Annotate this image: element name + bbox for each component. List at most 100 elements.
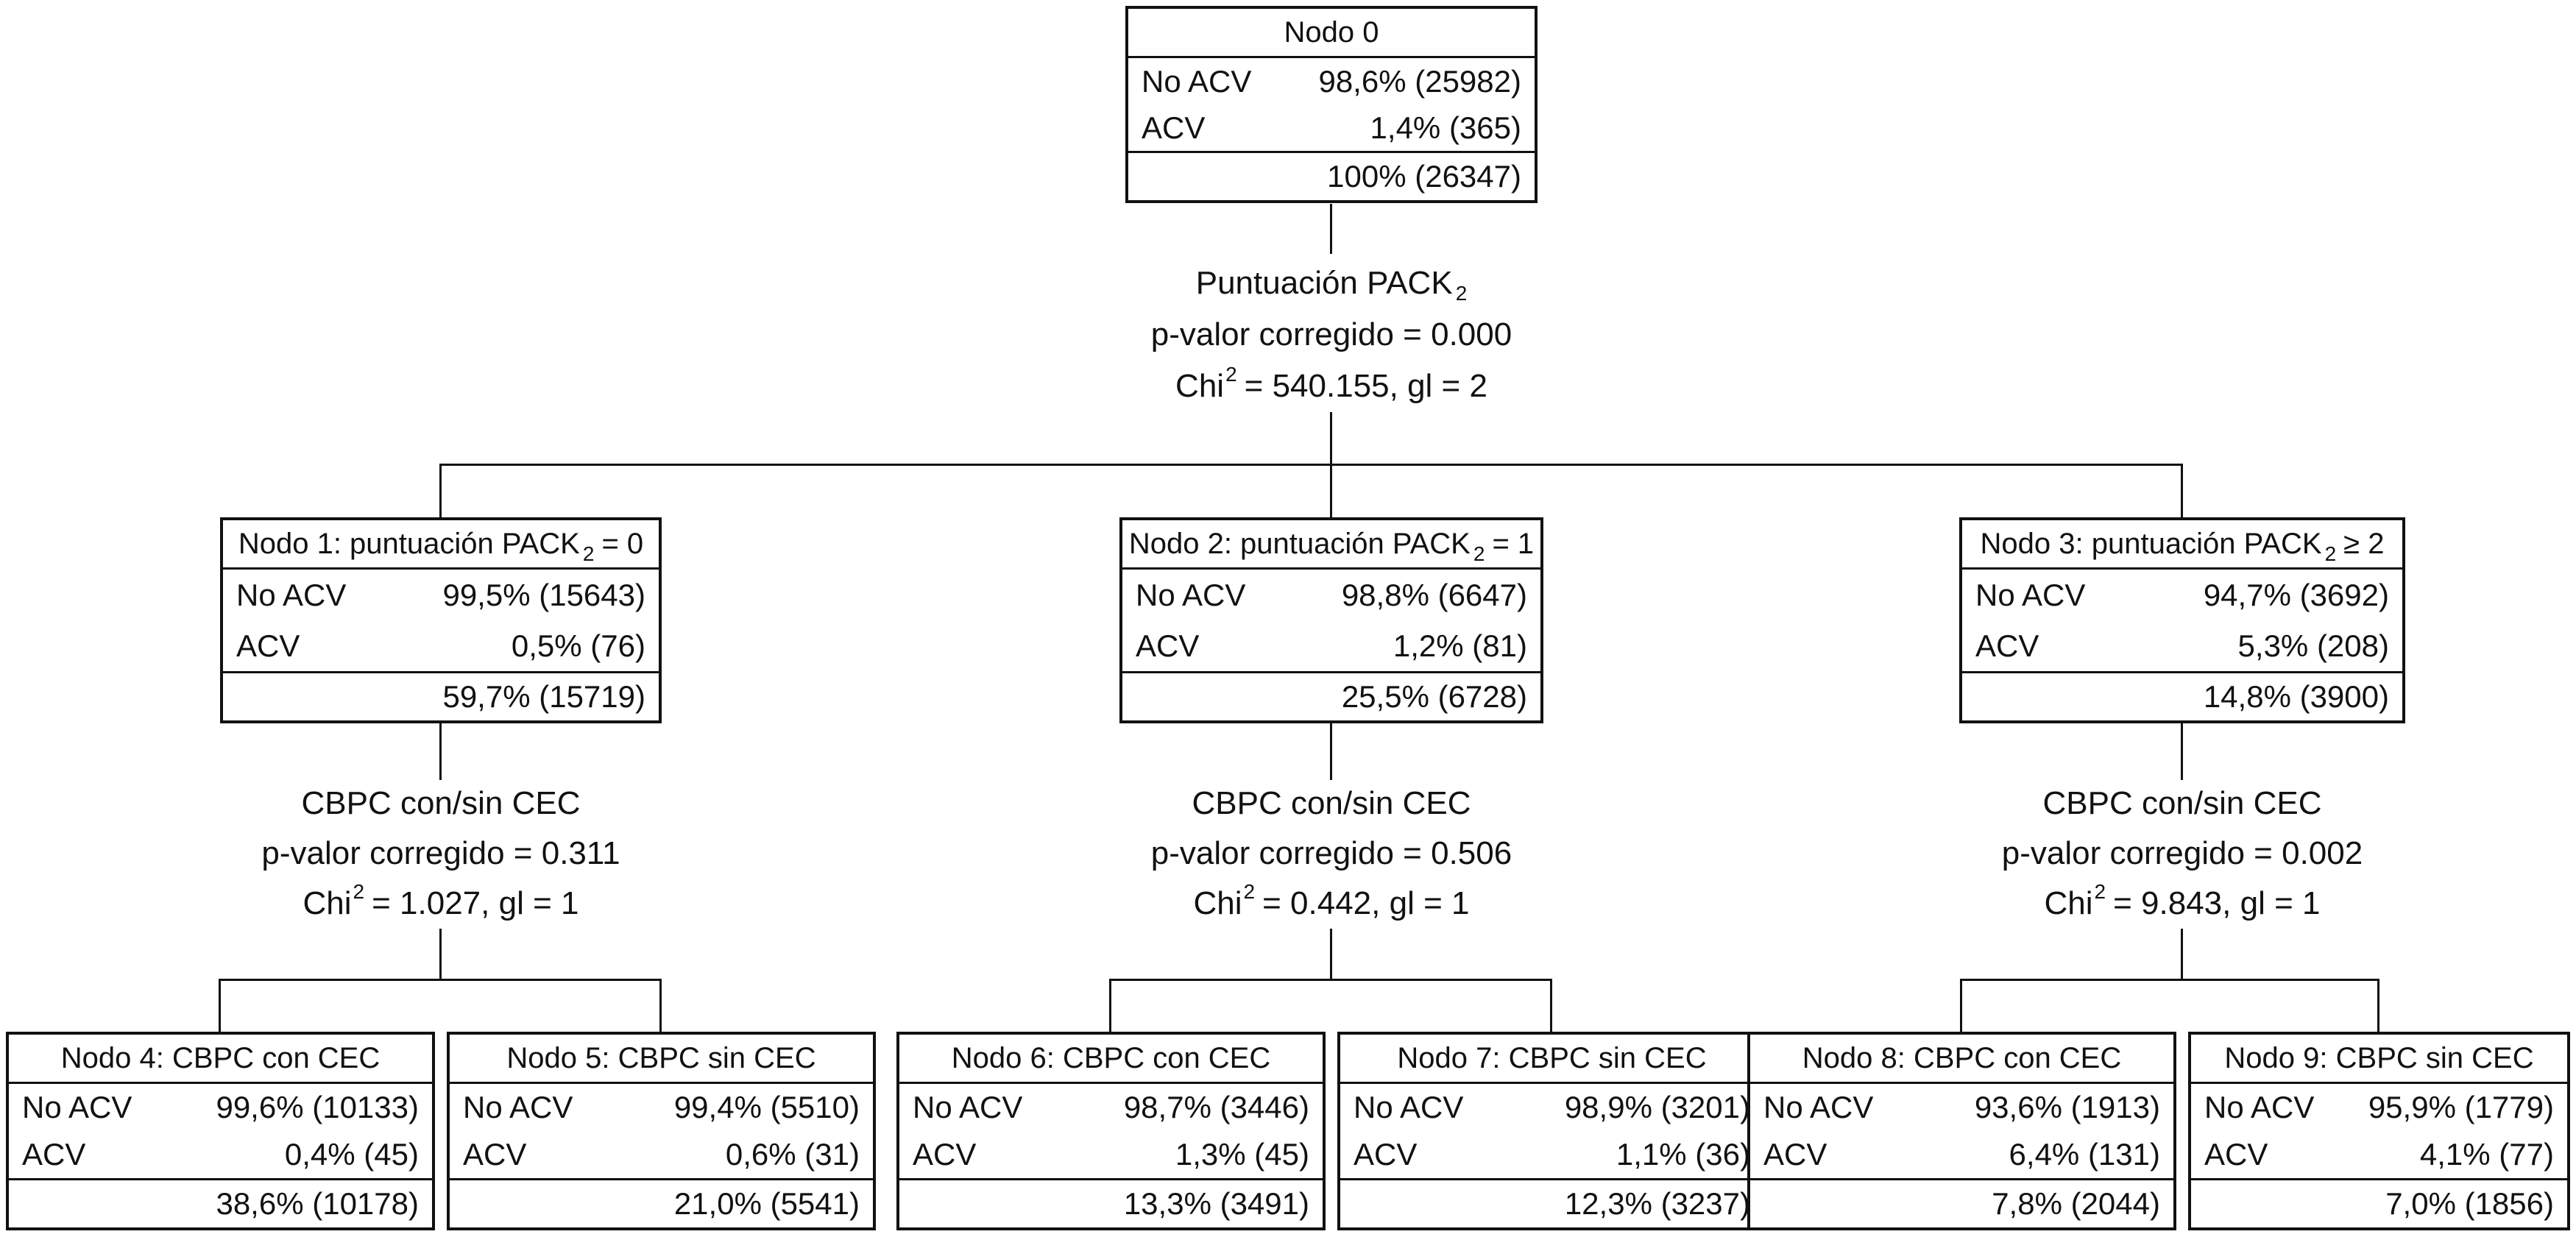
no-acv-label: No ACV <box>236 577 347 612</box>
table-row: No ACV 95,9% (1779) <box>2204 1090 2554 1125</box>
table-row: ACV 0,5% (76) <box>236 628 645 664</box>
acv-label: ACV <box>1975 628 2039 663</box>
chi-text: Chi <box>1175 368 1225 404</box>
split-pvalue: p-valor corregido = 0.311 <box>146 829 735 879</box>
no-acv-label: No ACV <box>463 1090 573 1124</box>
node-title-condition: = 0 <box>601 527 644 560</box>
no-acv-value: 99,5% (15643) <box>442 577 645 612</box>
connector-root-down <box>1330 204 1332 254</box>
superscript: 2 <box>353 880 365 903</box>
total-value: 38,6% (10178) <box>216 1186 419 1221</box>
no-acv-value: 98,7% (3446) <box>1123 1090 1309 1124</box>
node-2-total: 25,5% (6728) <box>1122 673 1540 720</box>
no-acv-label: No ACV <box>1354 1090 1464 1124</box>
split-variable: CBPC con/sin CEC <box>1037 779 1626 829</box>
acv-label: ACV <box>1142 110 1206 145</box>
node-title-text: Nodo 7: CBPC sin CEC <box>1397 1041 1707 1074</box>
acv-value: 5,3% (208) <box>2237 628 2389 663</box>
connector-split1-down <box>439 929 442 980</box>
connector-node1-down <box>439 723 442 780</box>
total-value: 59,7% (15719) <box>442 679 645 714</box>
node-3-total: 14,8% (3900) <box>1962 673 2402 720</box>
node-1-body: No ACV 99,5% (15643) ACV 0,5% (76) <box>223 570 659 673</box>
connector-to-node9 <box>2377 979 2379 1032</box>
acv-value: 1,4% (365) <box>1370 110 1521 145</box>
no-acv-label: No ACV <box>2204 1090 2315 1124</box>
no-acv-label: No ACV <box>1763 1090 1874 1124</box>
node-0-total: 100% (26347) <box>1128 153 1535 200</box>
table-row: No ACV 98,6% (25982) <box>1142 64 1521 99</box>
acv-value: 1,1% (36) <box>1616 1137 1750 1172</box>
split-pvalue-text: p-valor corregido = 0.000 <box>1150 316 1512 352</box>
split-variable: CBPC con/sin CEC <box>146 779 735 829</box>
no-acv-value: 93,6% (1913) <box>1974 1090 2160 1124</box>
node-5-body: No ACV 99,4% (5510) ACV 0,6% (31) <box>450 1084 873 1180</box>
connector-node2-down <box>1330 723 1332 780</box>
node-3-body: No ACV 94,7% (3692) ACV 5,3% (208) <box>1962 570 2402 673</box>
table-row: No ACV 98,9% (3201) <box>1354 1090 1750 1125</box>
table-row: ACV 4,1% (77) <box>2204 1137 2554 1172</box>
chi-value: = 9.843, gl = 1 <box>2113 885 2321 921</box>
node-8-box: Nodo 8: CBPC con CEC No ACV 93,6% (1913)… <box>1747 1032 2176 1230</box>
split-pvalue: p-valor corregido = 0.506 <box>1037 829 1626 879</box>
node-title-condition: ≥ 2 <box>2343 527 2385 560</box>
connector-to-node7 <box>1550 979 1552 1032</box>
node-1-total: 59,7% (15719) <box>223 673 659 720</box>
node-9-total: 7,0% (1856) <box>2191 1180 2567 1227</box>
node-title-text: Nodo 6: CBPC con CEC <box>951 1041 1271 1074</box>
superscript: 2 <box>2094 880 2106 903</box>
split-variable-text: CBPC con/sin CEC <box>2042 785 2322 821</box>
split-branch-3: CBPC con/sin CEC p-valor corregido = 0.0… <box>1888 779 2477 929</box>
node-title-text: Nodo 1: puntuación PACK <box>238 527 580 560</box>
split-pvalue-text: p-valor corregido = 0.506 <box>1150 835 1512 871</box>
connector-split-down <box>1330 412 1332 465</box>
connector-to-node8 <box>1960 979 1962 1032</box>
chi-text: Chi <box>302 885 352 921</box>
node-4-box: Nodo 4: CBPC con CEC No ACV 99,6% (10133… <box>6 1032 435 1230</box>
node-6-total: 13,3% (3491) <box>899 1180 1323 1227</box>
total-value: 21,0% (5541) <box>673 1186 860 1221</box>
acv-value: 4,1% (77) <box>2419 1137 2554 1172</box>
chi-value: = 1.027, gl = 1 <box>372 885 579 921</box>
node-title-text: Nodo 2: puntuación PACK <box>1128 527 1471 560</box>
node-0-body: No ACV 98,6% (25982) ACV 1,4% (365) <box>1128 58 1535 153</box>
no-acv-value: 98,6% (25982) <box>1318 63 1521 99</box>
no-acv-label: No ACV <box>22 1090 132 1124</box>
no-acv-value: 99,4% (5510) <box>673 1090 860 1124</box>
node-7-body: No ACV 98,9% (3201) ACV 1,1% (36) <box>1340 1084 1763 1180</box>
total-value: 7,0% (1856) <box>2385 1186 2554 1221</box>
node-2-body: No ACV 98,8% (6647) ACV 1,2% (81) <box>1122 570 1540 673</box>
connector-to-node4 <box>219 979 221 1032</box>
connector-bracket-3 <box>1960 979 2379 981</box>
connector-node3-down <box>2181 723 2183 780</box>
subscript: 2 <box>1473 542 1485 565</box>
table-row: ACV 1,4% (365) <box>1142 110 1521 146</box>
table-row: ACV 0,6% (31) <box>463 1137 860 1172</box>
node-9-box: Nodo 9: CBPC sin CEC No ACV 95,9% (1779)… <box>2188 1032 2570 1230</box>
node-9-title: Nodo 9: CBPC sin CEC <box>2191 1035 2567 1084</box>
acv-label: ACV <box>1136 628 1200 663</box>
table-row: ACV 1,3% (45) <box>913 1137 1309 1172</box>
acv-label: ACV <box>913 1137 977 1172</box>
total-value: 14,8% (3900) <box>2203 679 2389 714</box>
split-variable-text: CBPC con/sin CEC <box>301 785 581 821</box>
node-title-text: Nodo 0 <box>1284 15 1379 49</box>
table-row: ACV 1,1% (36) <box>1354 1137 1750 1172</box>
connector-branch-bar <box>441 464 2182 466</box>
no-acv-label: No ACV <box>1136 577 1246 612</box>
node-8-total: 7,8% (2044) <box>1750 1180 2173 1227</box>
acv-value: 0,6% (31) <box>725 1137 860 1172</box>
node-9-body: No ACV 95,9% (1779) ACV 4,1% (77) <box>2191 1084 2567 1180</box>
table-row: No ACV 98,8% (6647) <box>1136 578 1527 613</box>
node-5-title: Nodo 5: CBPC sin CEC <box>450 1035 873 1084</box>
split-pvalue: p-valor corregido = 0.000 <box>1037 309 1626 361</box>
node-5-box: Nodo 5: CBPC sin CEC No ACV 99,4% (5510)… <box>447 1032 876 1230</box>
node-4-body: No ACV 99,6% (10133) ACV 0,4% (45) <box>9 1084 432 1180</box>
